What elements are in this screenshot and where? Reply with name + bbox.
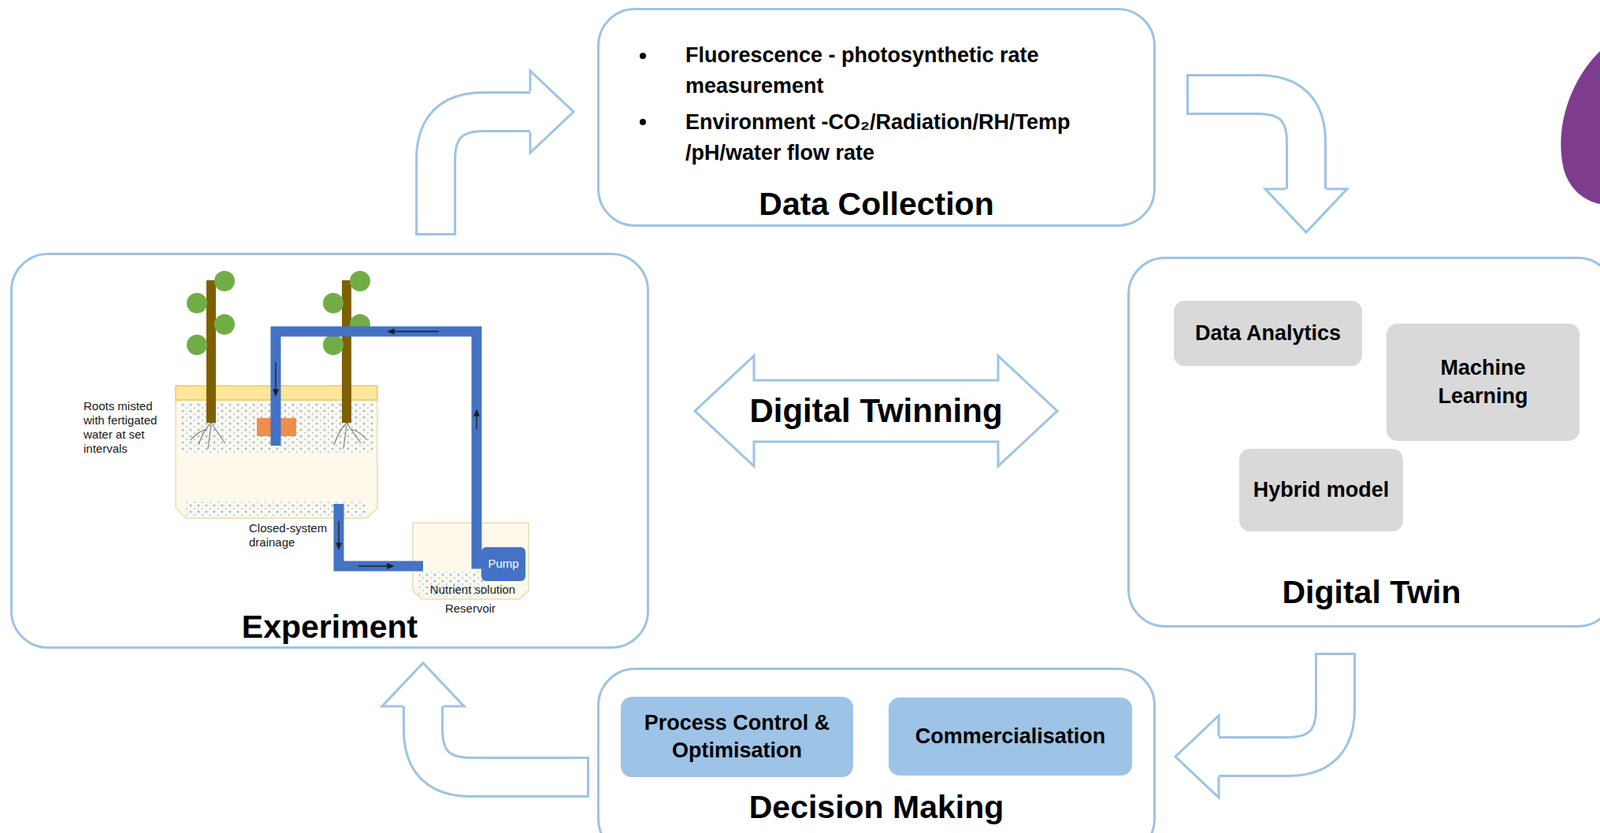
root — [190, 423, 226, 450]
arrow-shaft-fill — [1217, 655, 1336, 758]
pump-box — [481, 547, 526, 582]
decision-making-box: Process Control & Optimisation Commercial… — [597, 668, 1156, 833]
box-label: Data Analytics — [1195, 319, 1341, 348]
method-box: Hybrid model — [1239, 449, 1404, 532]
box-label: Machine Learning — [1395, 354, 1571, 410]
box-label: Hybrid model — [1253, 476, 1390, 505]
arrow-shaft-fill — [1188, 94, 1307, 191]
leaf — [322, 334, 344, 356]
box-label: Process Control & Optimisation — [630, 709, 844, 765]
block-arrow — [435, 70, 574, 236]
flow-arrow-head — [273, 389, 279, 396]
box-heading: Digital Twin — [1129, 573, 1600, 612]
box-heading: Data Collection — [599, 185, 1154, 223]
block-arrow — [1175, 653, 1336, 799]
flow-arrow — [475, 415, 477, 430]
box-heading: Experiment — [12, 608, 647, 646]
part-label: Closed-system drainage — [248, 521, 331, 550]
drain-pipe — [338, 504, 424, 567]
action-box: Process Control & Optimisation — [620, 697, 854, 778]
arrow-shaft-outline — [435, 111, 532, 236]
corner-leaf — [1560, 51, 1600, 205]
data-collection-box: Fluorescence - photosynthetic rate measu… — [597, 7, 1156, 227]
reservoir-tank — [412, 523, 529, 600]
root — [334, 423, 368, 450]
arrow-outline — [694, 356, 1058, 467]
part-label: Pump — [481, 556, 526, 572]
arrow-head-fill — [382, 663, 465, 707]
arrow-shaft-outline — [1186, 94, 1307, 191]
method-box: Machine Learning — [1386, 323, 1580, 442]
flow-arrow — [274, 362, 276, 390]
arrow-head-fill — [530, 70, 574, 153]
double-block-arrow — [694, 356, 1058, 467]
leaf — [214, 270, 235, 292]
plant-stem — [206, 280, 216, 424]
arrow-shaft-outline — [423, 705, 590, 778]
flow-arrow-head — [336, 543, 342, 550]
bullet-text: Environment -CO₂/Radiation/RH/Temp /pH/w… — [685, 107, 1147, 169]
bullet-text: Fluorescence - photosynthetic rate measu… — [685, 40, 1147, 102]
arrow-head — [530, 70, 574, 153]
block-arrow — [382, 663, 590, 778]
leaf — [349, 270, 371, 292]
leaf — [322, 293, 344, 314]
arrow-head — [1265, 189, 1348, 233]
part-label: Nutrient solution — [417, 582, 528, 598]
box-heading: Decision Making — [599, 788, 1154, 827]
arrow-shaft-fill — [423, 705, 587, 778]
arrow-shaft-outline — [1217, 653, 1336, 758]
arrow-head — [382, 663, 465, 707]
leaf — [214, 314, 235, 335]
arrow-label: Digital Twinning — [747, 392, 1004, 431]
flow-arrow-head — [387, 564, 394, 569]
flow-arrow — [337, 521, 339, 544]
part-label: Roots misted with fertigated water at se… — [83, 399, 172, 457]
part-label: Reservoir — [430, 601, 510, 617]
flow-arrow — [393, 330, 439, 332]
flow-arrow-head — [388, 329, 394, 335]
leaf — [186, 334, 208, 356]
arrow-head-fill — [1265, 189, 1348, 233]
box-label: Commercialisation — [915, 723, 1107, 751]
action-box: Commercialisation — [888, 697, 1133, 776]
arrow-head — [1175, 716, 1219, 799]
bullet-dot — [639, 52, 646, 60]
arrow-shaft-fill — [435, 111, 532, 234]
flow-arrow — [358, 565, 388, 567]
leaf — [186, 293, 208, 314]
arrow-head-fill — [1175, 716, 1219, 799]
bullet-dot — [639, 118, 646, 126]
digital-twin-box: Data AnalyticsMachine LearningHybrid mod… — [1127, 256, 1600, 628]
flow-arrow-head — [474, 410, 479, 416]
method-box: Data Analytics — [1173, 300, 1363, 367]
block-arrow — [1186, 94, 1348, 233]
